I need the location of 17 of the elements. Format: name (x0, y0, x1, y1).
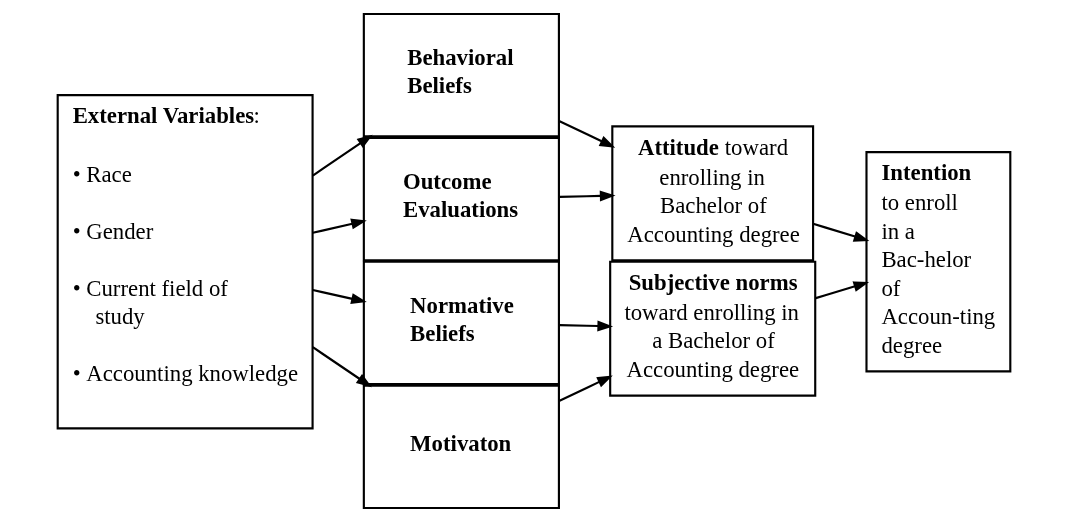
node-box: Subjective norms toward enrolling in a Bachelor of Accounting degree (609, 260, 817, 397)
node-box: Normative Beliefs (362, 260, 560, 386)
arrow (312, 288, 367, 304)
arrow (312, 218, 367, 234)
arrow (559, 190, 616, 202)
node-box: Attitude toward enrolling in Bachelor of Accounting degree (611, 125, 815, 262)
arrow (559, 120, 616, 148)
node-box: Behavioral Beliefs (362, 12, 560, 138)
arrow (815, 281, 870, 300)
arrow (559, 375, 613, 402)
arrow (812, 222, 870, 242)
arrow (312, 346, 372, 388)
node-box: External Variables: • Race • Gender • Current field of study • Accounting knowledge (56, 94, 314, 430)
arrow (559, 320, 614, 332)
node-box: Outcome Evaluations (362, 136, 560, 262)
node-box: Motivaton (362, 384, 560, 510)
node-box: Intention to enroll in a Bac-helor of Accoun-ting degree (865, 151, 1012, 373)
